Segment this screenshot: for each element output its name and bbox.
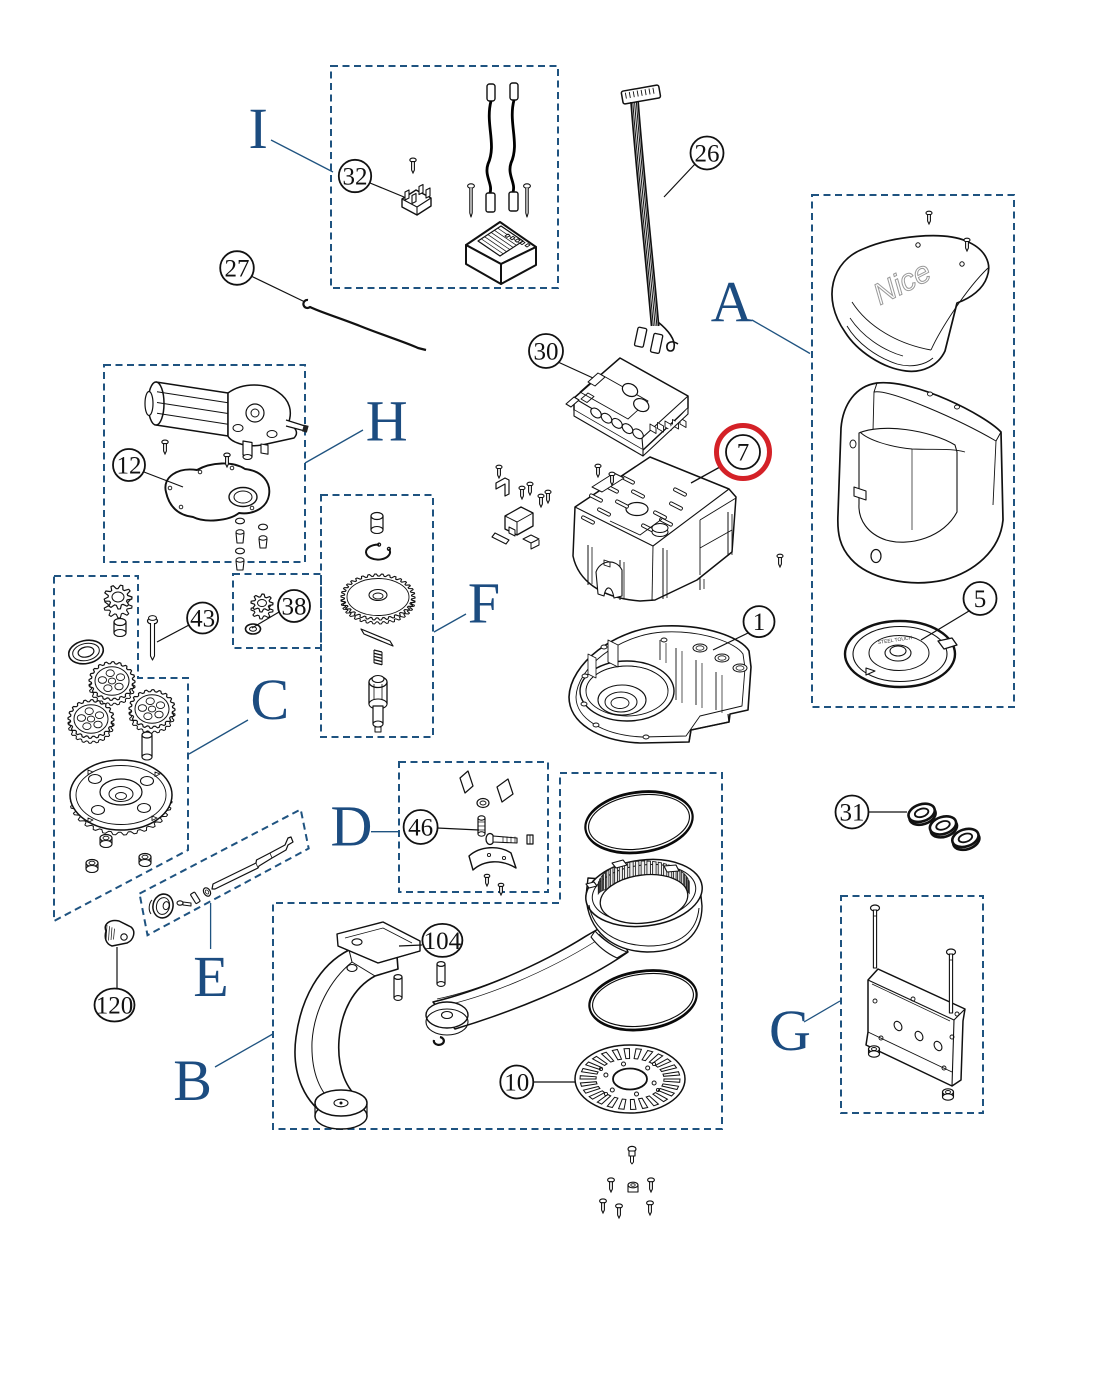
svg-text:104: 104 xyxy=(424,928,462,955)
svg-text:5: 5 xyxy=(974,586,987,613)
svg-text:10: 10 xyxy=(504,1070,529,1097)
svg-text:32: 32 xyxy=(343,164,368,191)
svg-text:43: 43 xyxy=(190,606,215,633)
svg-text:H: H xyxy=(366,389,408,454)
svg-text:120: 120 xyxy=(96,993,134,1020)
svg-text:46: 46 xyxy=(408,815,433,842)
svg-text:12: 12 xyxy=(117,453,142,480)
svg-text:30: 30 xyxy=(534,339,559,366)
svg-text:1: 1 xyxy=(753,609,766,636)
svg-text:STEEL TOUCH: STEEL TOUCH xyxy=(877,635,913,646)
svg-text:38: 38 xyxy=(282,594,307,621)
svg-text:26: 26 xyxy=(695,141,720,168)
svg-text:31: 31 xyxy=(840,800,865,827)
svg-text:I: I xyxy=(249,96,268,161)
svg-text:F: F xyxy=(468,571,500,636)
svg-text:B: B xyxy=(173,1048,212,1113)
svg-text:27: 27 xyxy=(225,256,250,283)
svg-text:7: 7 xyxy=(737,440,750,467)
svg-text:E: E xyxy=(193,944,228,1009)
svg-text:G: G xyxy=(769,998,811,1063)
svg-text:A: A xyxy=(711,270,753,335)
svg-text:C: C xyxy=(250,667,289,732)
svg-text:D: D xyxy=(331,794,373,859)
